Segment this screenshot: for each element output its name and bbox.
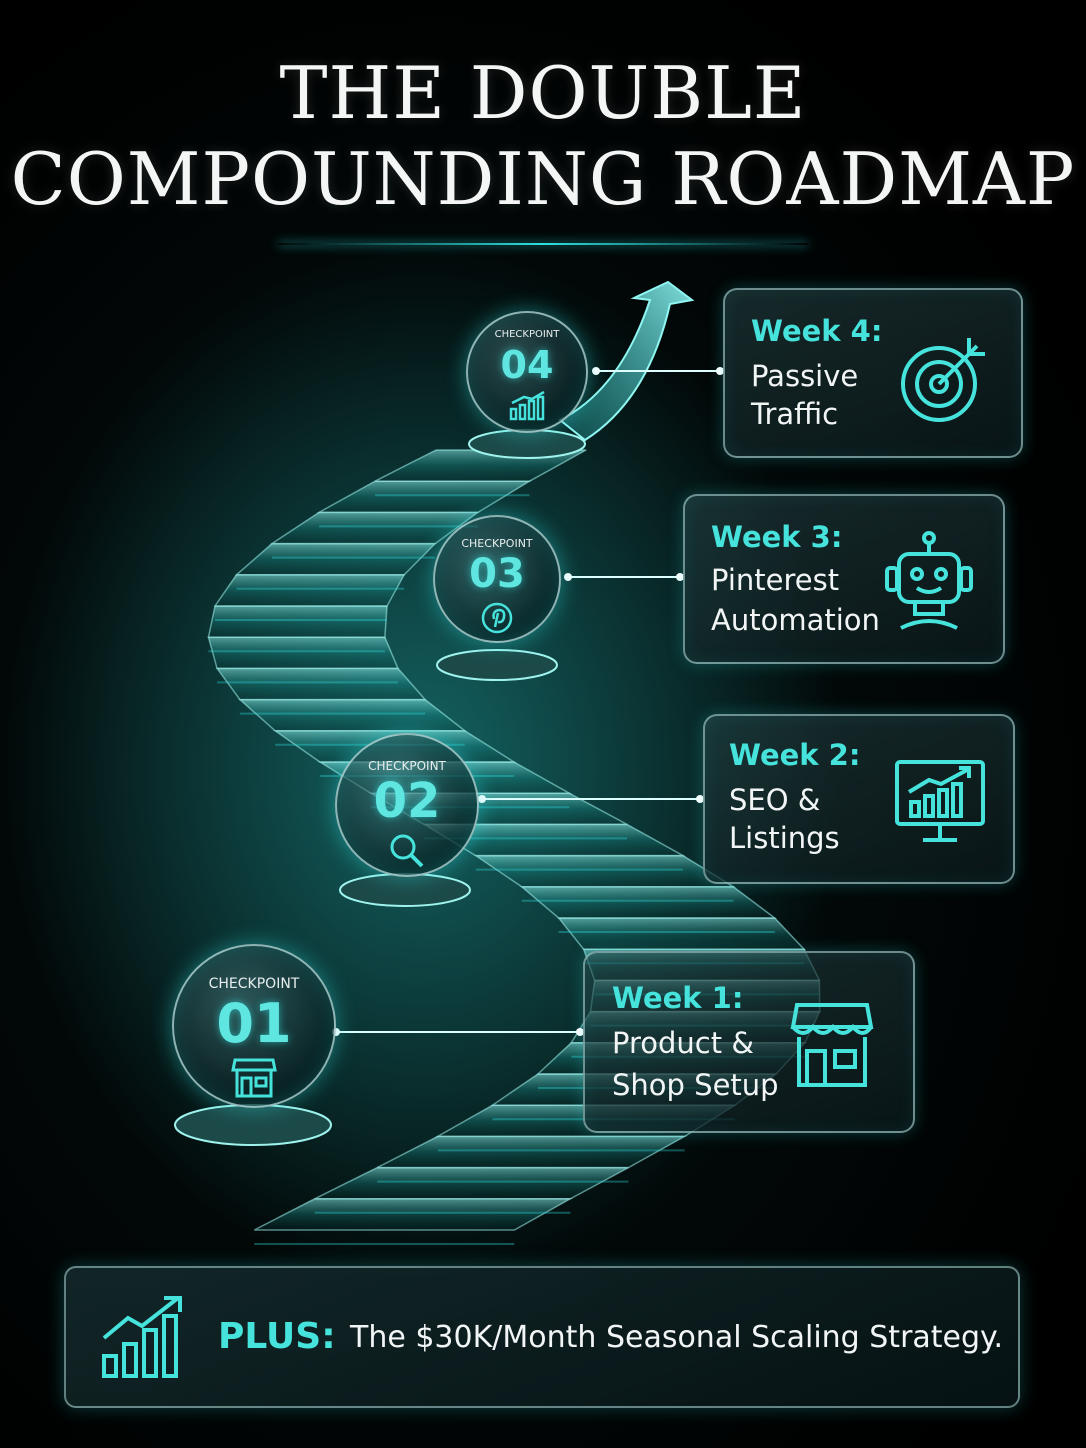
- robot-icon: [885, 531, 973, 630]
- title-line-1: THE DOUBLE: [279, 51, 807, 135]
- plus-label: PLUS:: [218, 1316, 336, 1357]
- week-title-line-2: Traffic: [751, 397, 839, 431]
- week-title-line-1: Product &: [612, 1026, 754, 1060]
- stair-step: [519, 886, 777, 919]
- stair-step: [557, 917, 806, 950]
- week-title-line-2: Listings: [729, 821, 840, 855]
- pedestal-02: [339, 873, 471, 907]
- checkpoint-label: CHECKPOINT: [494, 329, 560, 340]
- week-label: Week 3:: [711, 520, 843, 554]
- stair-step: [213, 574, 406, 607]
- pedestal-04: [468, 429, 586, 459]
- stair-step: [207, 605, 388, 638]
- week-title-line-1: SEO &: [729, 783, 821, 817]
- week-title-line-2: Automation: [711, 603, 880, 637]
- checkpoint-number: 01: [216, 992, 292, 1055]
- week-title-line-1: Passive: [751, 359, 859, 393]
- target-icon: [901, 338, 985, 422]
- week-title-line-1: Pinterest: [711, 563, 840, 597]
- week-title-line-2: Shop Setup: [612, 1068, 779, 1102]
- plus-banner: PLUS: The $30K/Month Seasonal Scaling St…: [64, 1266, 1020, 1408]
- page-title: THE DOUBLE COMPOUNDING ROADMAP: [0, 50, 1086, 222]
- monitor-chart-icon: [895, 760, 985, 842]
- checkpoint-number: 03: [469, 551, 525, 597]
- week-label: Week 2:: [729, 738, 861, 772]
- checkpoint-label: CHECKPOINT: [368, 759, 446, 773]
- checkpoint-04: CHECKPOINT 04: [466, 311, 588, 433]
- growth-chart-icon: [102, 1296, 182, 1378]
- week-label: Week 1:: [612, 981, 744, 1015]
- week-1-card: Week 1: Product & Shop Setup: [583, 951, 915, 1133]
- title-underline: [278, 243, 808, 245]
- pinterest-icon: [481, 602, 513, 634]
- stair-step: [234, 542, 437, 576]
- checkpoint-number: 04: [500, 343, 554, 387]
- pedestal-01: [174, 1104, 332, 1146]
- growth-arrow: [558, 280, 695, 442]
- magnifier-icon: [390, 834, 424, 868]
- stair-step: [215, 667, 427, 701]
- storefront-icon: [790, 1003, 874, 1087]
- checkpoint-02: CHECKPOINT 02: [335, 733, 479, 877]
- checkpoint-label: CHECKPOINT: [461, 537, 533, 550]
- pedestal-03: [436, 649, 558, 681]
- checkpoint-number: 02: [373, 773, 441, 829]
- week-2-card: Week 2: SEO & Listings: [703, 714, 1015, 884]
- stair-step: [237, 698, 467, 732]
- checkpoint-03: CHECKPOINT 03: [433, 515, 561, 643]
- storefront-icon: [231, 1058, 277, 1098]
- plus-text: The $30K/Month Seasonal Scaling Strategy…: [350, 1320, 1004, 1355]
- week-label: Week 4:: [751, 314, 883, 348]
- bar-chart-up-icon: [509, 391, 545, 421]
- week-3-card: Week 3: Pinterest Automation: [683, 494, 1005, 664]
- week-4-card: Week 4: Passive Traffic: [723, 288, 1023, 458]
- stair-step: [207, 636, 400, 670]
- checkpoint-01: CHECKPOINT 01: [172, 944, 336, 1108]
- checkpoint-label: CHECKPOINT: [208, 976, 300, 992]
- title-line-2: COMPOUNDING ROADMAP: [10, 137, 1076, 221]
